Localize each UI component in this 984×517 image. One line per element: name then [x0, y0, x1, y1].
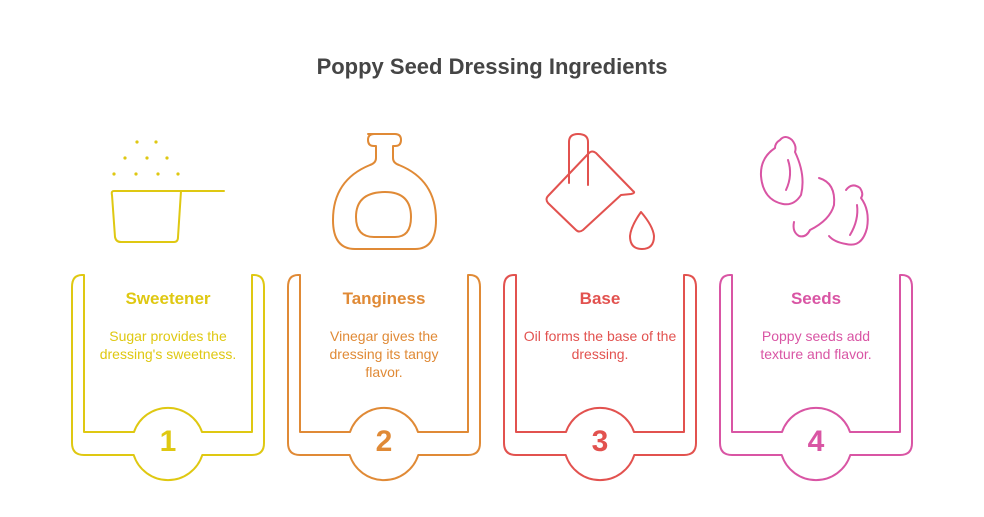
- step-number: 1: [159, 425, 177, 458]
- step-number: 2: [375, 425, 393, 458]
- card-frame: [719, 274, 913, 481]
- card-frame: [71, 274, 265, 481]
- step-number: 4: [807, 425, 825, 458]
- step-number: 3: [591, 425, 609, 458]
- card-description: Vinegar gives the dressing its tangy fla…: [329, 328, 439, 380]
- card-frame: [503, 274, 697, 481]
- vinegar-bottle-icon: [332, 133, 437, 250]
- sugar-scoop-icon: [110, 140, 225, 243]
- card-description: Oil forms the base of the dressing.: [523, 328, 677, 362]
- page-title: Poppy Seed Dressing Ingredients: [316, 54, 668, 79]
- card-frame: [287, 274, 481, 481]
- card-description: Poppy seeds add texture and flavor.: [760, 328, 872, 362]
- card-title: Tanginess: [342, 289, 426, 308]
- card-description: Sugar provides the dressing's sweetness.: [99, 328, 237, 362]
- card-title: Sweetener: [125, 289, 211, 308]
- poppy-seeds-icon: [759, 136, 869, 246]
- oil-pitcher-icon: [545, 133, 655, 250]
- card-title: Seeds: [790, 289, 842, 308]
- card-title: Base: [579, 289, 621, 308]
